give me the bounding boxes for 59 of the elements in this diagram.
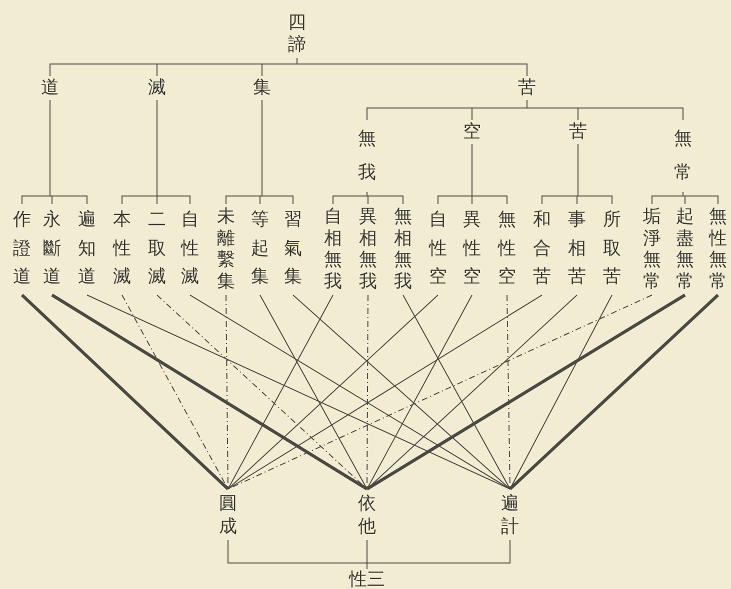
connector-line [510, 294, 612, 490]
connector-line [366, 294, 686, 490]
connector-line [228, 294, 438, 490]
term-label: 四諦 [288, 12, 306, 56]
term-label: 自性滅 [181, 206, 199, 292]
term-label: 未離繫集 [217, 206, 235, 292]
term-label: 無性無常 [709, 206, 727, 292]
term-label: 遍計 [501, 492, 519, 538]
term-label: 無相無我 [394, 206, 412, 292]
bracket-line [156, 100, 190, 204]
connector-line [228, 294, 652, 490]
connector-line [508, 294, 720, 490]
term-label: 起盡無常 [676, 206, 694, 292]
connector-line [20, 294, 230, 490]
term-label: 遍知道 [78, 206, 96, 292]
connector-line [226, 294, 228, 490]
term-label: 無我 [358, 122, 376, 190]
term-label: 二取滅 [148, 206, 166, 292]
connector-line [51, 294, 368, 490]
term-label: 習氣集 [284, 206, 302, 292]
term-label: 空 [463, 122, 481, 142]
connector-line [86, 294, 510, 490]
term-label: 集 [253, 78, 271, 98]
term-label: 苦 [518, 78, 536, 98]
term-label: 苦 [569, 122, 587, 142]
term-label: 無常 [674, 122, 692, 190]
term-label: 作證道 [13, 206, 31, 292]
bracket-line [526, 100, 684, 120]
term-label: 本性滅 [113, 206, 131, 292]
term-label: 異性空 [463, 206, 481, 292]
term-label: 永斷道 [43, 206, 61, 292]
term-label: 所取苦 [603, 206, 621, 292]
bracket-line [366, 540, 510, 570]
connector-line [260, 294, 368, 490]
bracket-line [578, 144, 612, 204]
term-label: 滅 [148, 78, 166, 98]
term-label: 和合苦 [533, 206, 551, 292]
bracket-line [472, 144, 508, 204]
connector-line [506, 294, 510, 490]
bracket-line [296, 58, 528, 76]
connector-line [366, 294, 472, 490]
term-label: 等起集 [251, 206, 269, 292]
connector-line [190, 294, 510, 490]
connector-line [228, 294, 542, 490]
bracket-line [262, 100, 294, 204]
term-label: 垢淨無常 [643, 206, 661, 292]
term-label: 性三 [349, 570, 385, 589]
term-label: 異相無我 [359, 206, 377, 292]
connector-line [292, 294, 510, 490]
term-label: 圓成 [219, 492, 237, 538]
term-label: 依他 [358, 492, 376, 538]
term-label: 無性空 [498, 206, 516, 292]
term-label: 自性空 [429, 206, 447, 292]
connector-line [402, 294, 510, 490]
term-label: 事相苦 [568, 206, 586, 292]
connector-line [366, 294, 368, 490]
term-label: 自相無我 [324, 206, 342, 292]
connector-line [228, 294, 334, 490]
term-label: 道 [41, 78, 59, 98]
